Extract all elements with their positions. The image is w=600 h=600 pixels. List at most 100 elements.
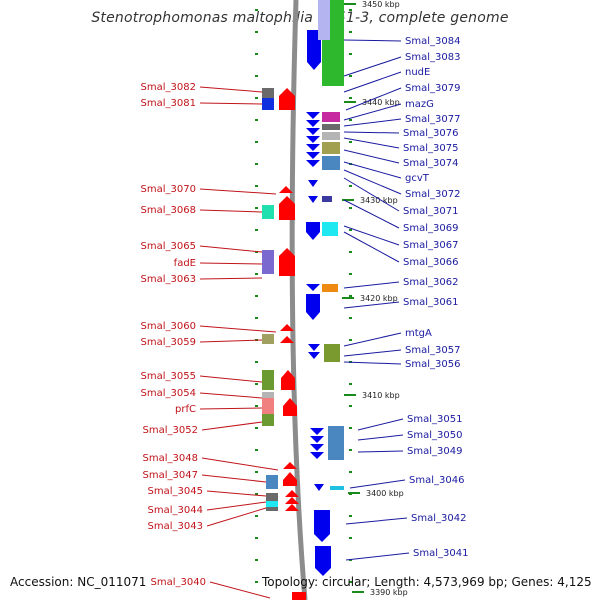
- forward-gene: [283, 398, 297, 416]
- right-leader-line: [343, 177, 400, 212]
- right-gene-label: Smal_3074: [403, 158, 458, 169]
- reverse-gene-small: [306, 160, 320, 167]
- right-gene-label: Smal_3067: [403, 240, 458, 251]
- reverse-gene-small: [310, 436, 324, 443]
- forward-gene: [279, 248, 295, 276]
- reverse-gene-small: [306, 144, 320, 151]
- right-leader-line: [343, 131, 400, 134]
- right-gene-label: gcvT: [405, 173, 430, 184]
- forward-gene-small: [285, 504, 299, 511]
- left-gene-label: Smal_3068: [141, 205, 196, 216]
- right-leader-line: [343, 71, 402, 93]
- right-leader-line: [343, 169, 402, 195]
- scale-label: 3400 kbp: [366, 489, 404, 498]
- forward-gene-small: [280, 324, 294, 331]
- reverse-gene-small: [308, 352, 320, 359]
- left-gene-label: Smal_3047: [143, 470, 198, 481]
- right-gene-label: mtgA: [405, 328, 432, 339]
- reverse-cog-block: [322, 196, 332, 202]
- forward-cog-block: [262, 250, 274, 274]
- left-leader-line: [199, 407, 263, 410]
- left-gene-label: Smal_3081: [141, 98, 196, 109]
- left-gene-label: Smal_3082: [141, 82, 196, 93]
- left-leader-line: [199, 188, 277, 195]
- right-gene-label: Smal_3077: [405, 114, 460, 125]
- left-leader-line: [199, 262, 263, 265]
- right-gene-label: Smal_3061: [403, 297, 458, 308]
- accession-text: Accession: NC_011071: [10, 575, 147, 589]
- right-leader-line: [343, 118, 402, 127]
- right-leader-line: [357, 450, 404, 453]
- reverse-gene-small: [308, 196, 318, 203]
- scale-label: 3450 kbp: [362, 0, 400, 9]
- forward-cog-block: [266, 501, 278, 507]
- genome-stats-text: Topology: circular; Length: 4,573,969 bp…: [262, 575, 592, 589]
- right-gene-label: Smal_3066: [403, 257, 458, 268]
- left-gene-label: Smal_3063: [141, 274, 196, 285]
- right-leader-line: [343, 361, 402, 365]
- right-gene-label: Smal_3041: [413, 548, 468, 559]
- right-gene-label: Smal_3075: [403, 143, 458, 154]
- scale-label: 3420 kbp: [360, 294, 398, 303]
- left-leader-line: [206, 501, 267, 511]
- forward-gene: [281, 370, 295, 390]
- left-gene-label: Smal_3044: [148, 505, 203, 516]
- right-leader-line: [357, 434, 404, 441]
- reverse-gene: [315, 546, 331, 576]
- right-leader-line: [343, 199, 400, 229]
- forward-gene: [279, 196, 295, 220]
- reverse-cog-block: [322, 284, 338, 292]
- left-gene-label: Smal_3048: [143, 453, 198, 464]
- reverse-cog-block: [322, 222, 338, 236]
- reverse-gene: [314, 510, 330, 542]
- left-gene-label: Smal_3043: [148, 521, 203, 532]
- forward-cog-block: [262, 392, 274, 398]
- reverse-gene: [306, 294, 320, 320]
- forward-gene: [292, 592, 306, 600]
- right-leader-line: [343, 231, 400, 263]
- right-leader-line: [343, 39, 402, 42]
- scale-label: 3430 kbp: [360, 196, 398, 205]
- left-leader-line: [199, 339, 263, 343]
- forward-gene: [283, 472, 297, 486]
- forward-gene-small: [285, 490, 299, 497]
- left-gene-label: Smal_3055: [141, 371, 196, 382]
- right-leader-line: [357, 418, 404, 431]
- left-leader-line: [199, 209, 263, 213]
- left-leader-line: [206, 507, 267, 527]
- left-gene-label: Smal_3065: [141, 241, 196, 252]
- reverse-gene-small: [306, 136, 320, 143]
- reverse-gene-small: [314, 484, 324, 491]
- right-leader-line: [343, 149, 400, 164]
- right-leader-line: [343, 56, 402, 77]
- forward-cog-block: [262, 398, 274, 414]
- right-leader-line: [345, 87, 402, 111]
- forward-gene-small: [283, 462, 297, 469]
- right-gene-label: Smal_3071: [403, 206, 458, 217]
- right-leader-line: [343, 332, 402, 347]
- reverse-gene-small: [310, 444, 324, 451]
- left-leader-line: [199, 245, 263, 253]
- right-gene-label: Smal_3046: [409, 475, 464, 486]
- reverse-cog-block: [322, 124, 340, 130]
- reverse-gene-small: [308, 180, 318, 187]
- right-gene-label: Smal_3076: [403, 128, 458, 139]
- forward-cog-block: [266, 475, 278, 489]
- right-leader-line: [349, 479, 406, 489]
- reverse-gene-small: [306, 112, 320, 119]
- forward-cog-block: [262, 205, 274, 219]
- backbone-track: [289, 0, 308, 600]
- reverse-cog-block: [318, 0, 330, 40]
- scale-label: 3390 kbp: [370, 588, 408, 597]
- reverse-cog-block: [328, 426, 344, 460]
- left-gene-label: Smal_3059: [141, 337, 196, 348]
- reverse-cog-block: [322, 156, 340, 170]
- right-leader-line: [343, 225, 400, 246]
- forward-gene-small: [280, 336, 294, 343]
- reverse-cog-block: [324, 344, 340, 362]
- right-gene-label: Smal_3069: [403, 223, 458, 234]
- left-gene-label: Smal_3040: [151, 577, 206, 588]
- scale-label: 3440 kbp: [362, 98, 400, 107]
- right-gene-label: Smal_3051: [407, 414, 462, 425]
